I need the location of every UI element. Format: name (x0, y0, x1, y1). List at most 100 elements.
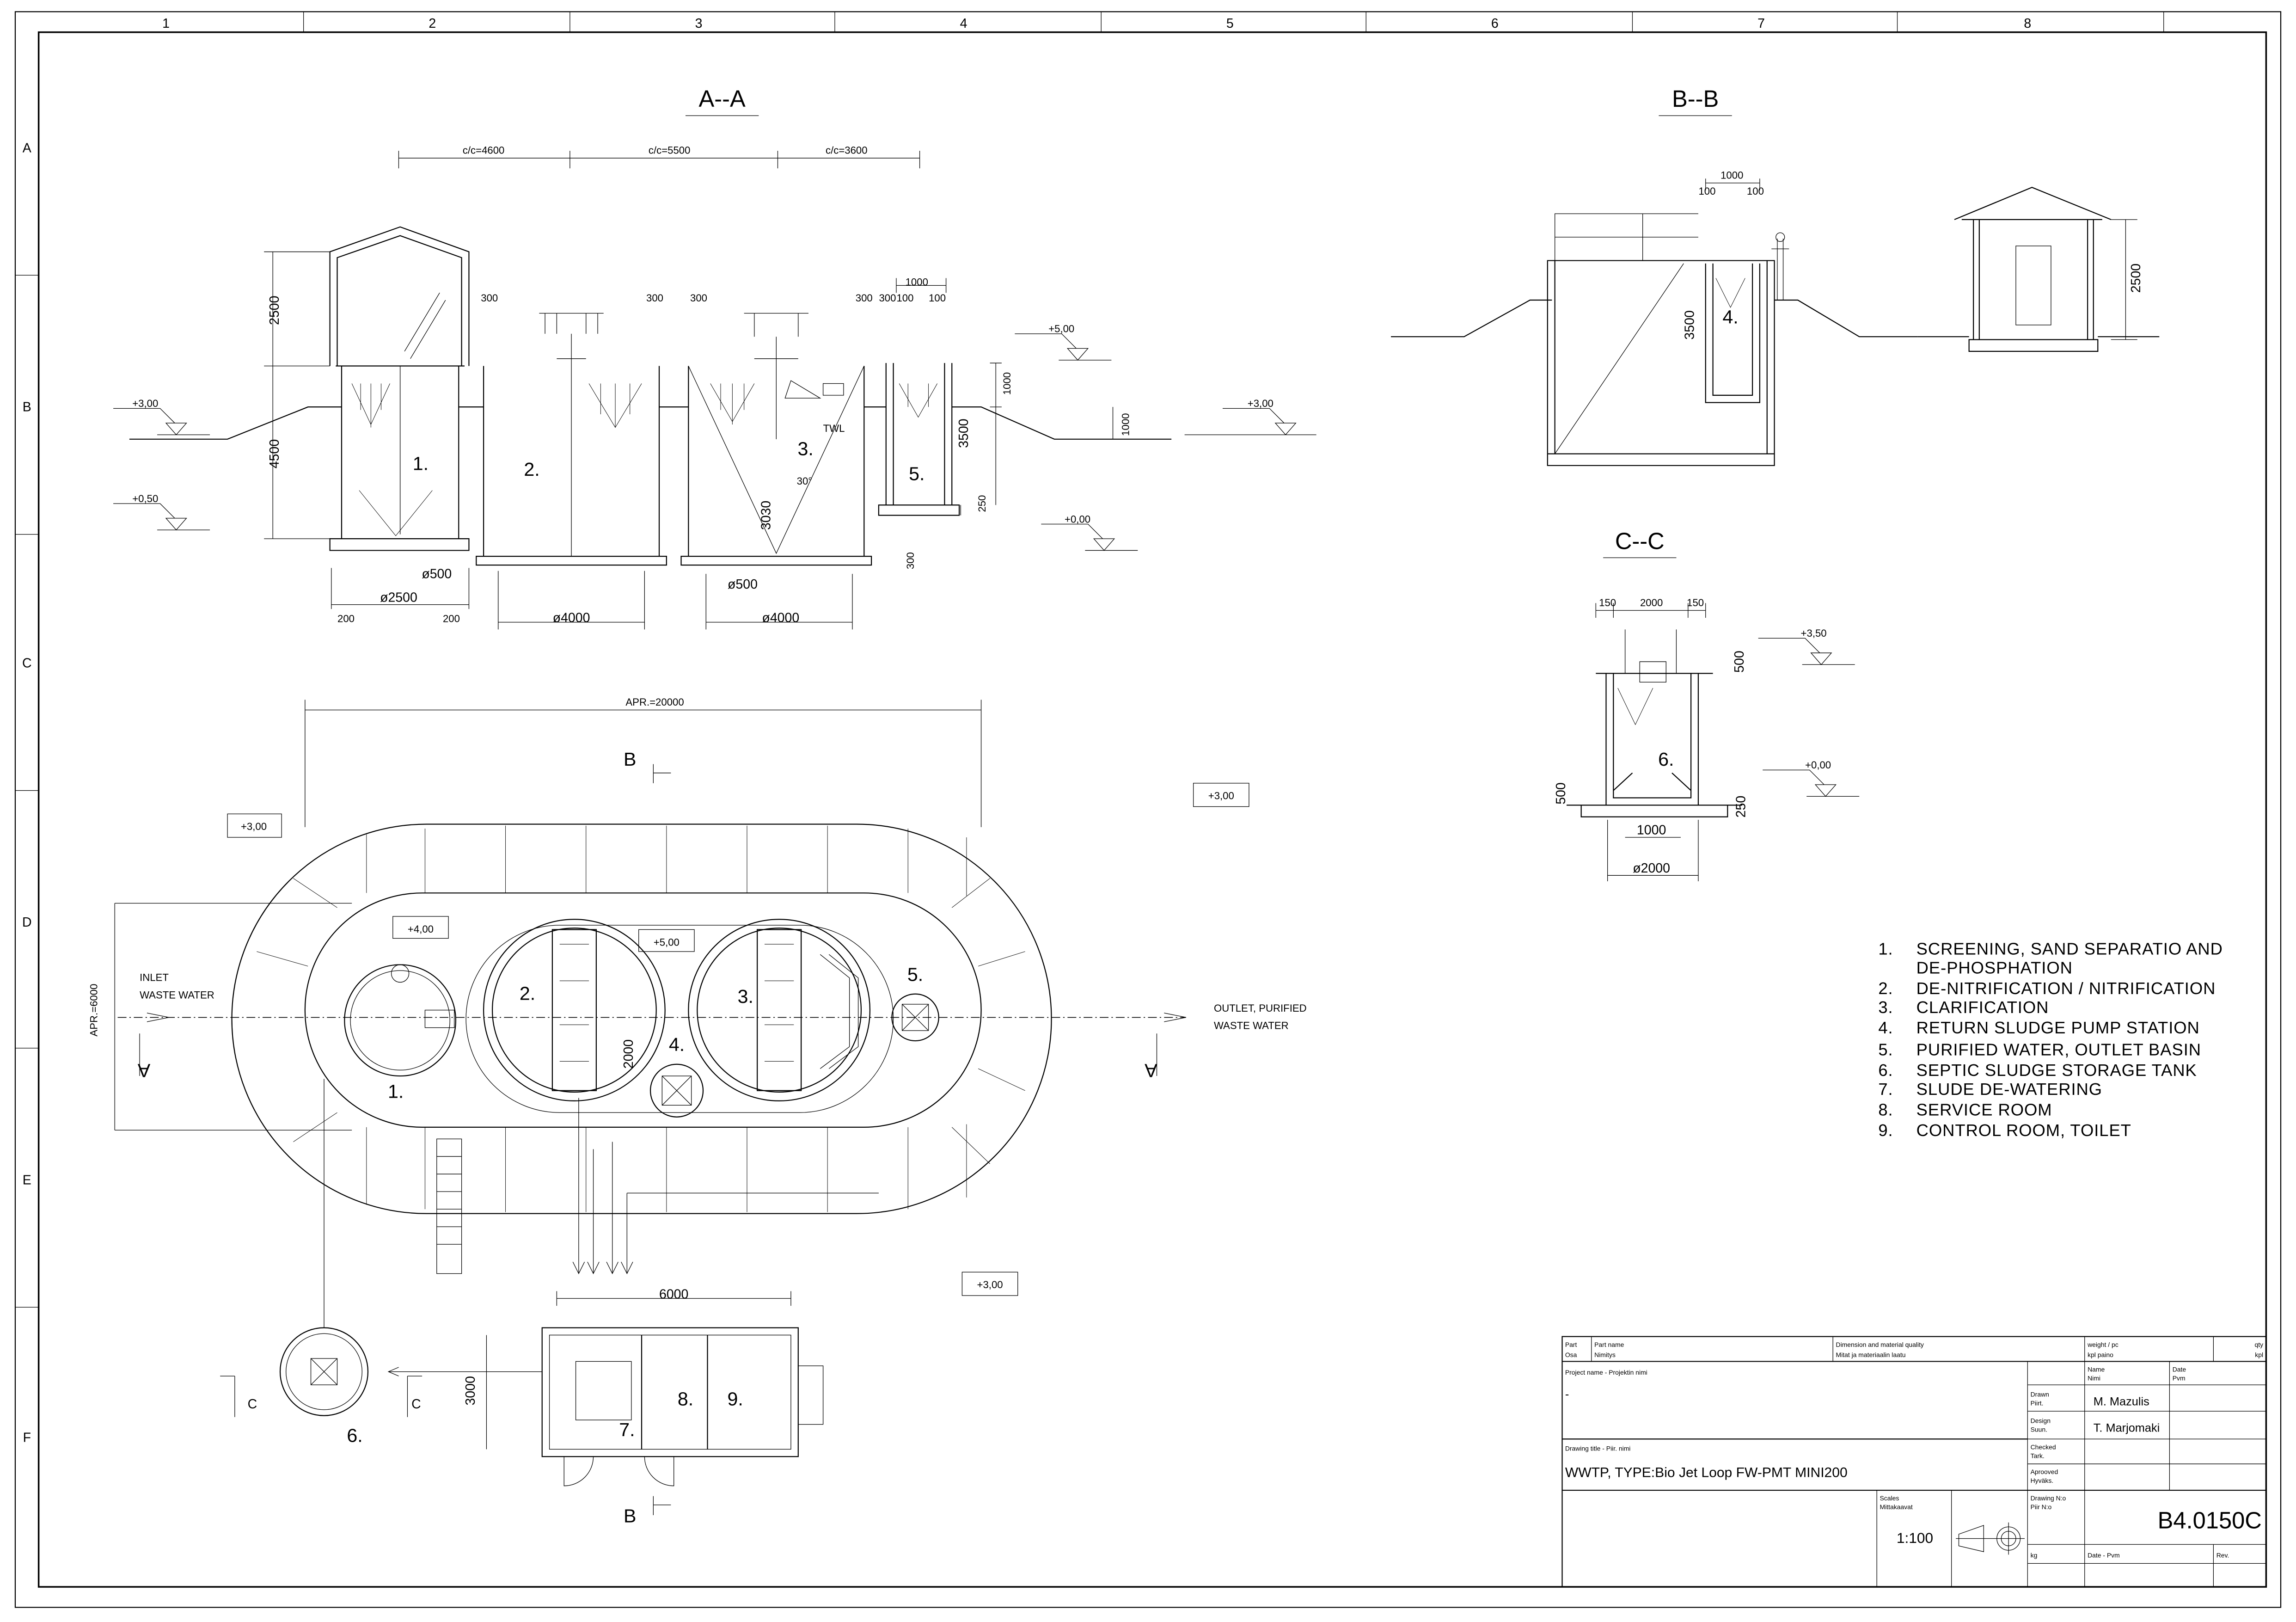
section-b-b: B--B 1000 100 100 3500 4. 2500 (1391, 86, 2160, 466)
weight-header: weight / pc (2087, 1341, 2118, 1348)
dimension-label: 300 (879, 292, 896, 304)
elevation-label: +3,00 (132, 398, 158, 409)
elevation-label: +0,00 (1805, 759, 1831, 771)
tank-number: 5. (907, 964, 923, 985)
dimension-label: c/c=5500 (649, 144, 691, 156)
dimension-label: 300 (856, 292, 873, 304)
row-label: A (23, 141, 31, 155)
drawing-title-label: Drawing title - Piir. nimi (1565, 1445, 1631, 1452)
design-label: Suun. (2031, 1425, 2047, 1433)
revision-label: Rev. (2216, 1552, 2229, 1559)
elevation-label: +3,00 (241, 821, 267, 832)
legend-number: 1. (1878, 939, 1893, 958)
dimension-label: 300 (646, 292, 663, 304)
row-label: E (23, 1173, 31, 1187)
column-label: 4 (960, 16, 967, 31)
dimension-label: 2000 (1640, 597, 1663, 608)
tank-number: 4. (669, 1034, 685, 1055)
dimension-label: ø4000 (762, 611, 799, 626)
scales-label: Scales (1880, 1494, 1899, 1502)
elevation-label: +0,00 (1065, 513, 1090, 525)
dimension-label: ø500 (728, 577, 758, 592)
drawing-number-label: Drawing N:o (2031, 1494, 2066, 1502)
dimension-label: 3030 (759, 501, 774, 530)
dimension-label: APR.=6000 (88, 984, 99, 1037)
dimension-label: 300 (905, 552, 916, 569)
legend-number: 4. (1878, 1018, 1893, 1037)
approved-label: Aprooved (2031, 1468, 2058, 1475)
room-number: 7. (619, 1419, 635, 1440)
legend-number: 8. (1878, 1100, 1893, 1119)
scales-label: Mittakaavat (1880, 1503, 1913, 1511)
dimension-label: 100 (1698, 185, 1715, 197)
project-name-label: Project name - Projektin nimi (1565, 1369, 1647, 1376)
section-marker: C (411, 1397, 421, 1412)
drawn-label: Piirt. (2031, 1399, 2044, 1407)
legend-text: SERVICE ROOM (1916, 1100, 2052, 1119)
column-label: 7 (1757, 16, 1765, 31)
part-name-header: Nimitys (1594, 1351, 1616, 1358)
legend-text: CLARIFICATION (1916, 998, 2049, 1017)
dimension-label: 100 (1747, 185, 1764, 197)
elevation-label: +5,00 (654, 936, 680, 948)
scale-value: 1:100 (1897, 1530, 1933, 1546)
dimension-label: 1000 (1120, 413, 1131, 436)
date-label: Date - Pvm (2088, 1552, 2120, 1559)
project-name-value: - (1565, 1388, 1569, 1401)
angle-label: 30° (797, 475, 813, 487)
twl-label: TWL (823, 423, 845, 434)
tank-number: 2. (520, 983, 535, 1004)
dimension-header: Dimension and material quality (1836, 1341, 1924, 1348)
part-header: Osa (1565, 1351, 1577, 1358)
elevation-label: +3,50 (1801, 627, 1827, 639)
drawing-number-value: B4.0150C (2158, 1507, 2262, 1533)
elevation-label: +0,50 (132, 493, 158, 504)
dimension-label: 500 (1732, 651, 1747, 673)
inlet-label: WASTE WATER (140, 989, 214, 1001)
legend-text: SEPTIC SLUDGE STORAGE TANK (1916, 1061, 2197, 1080)
column-label: 2 (429, 16, 436, 31)
column-label: 5 (1226, 16, 1234, 31)
room-number: 9. (728, 1388, 743, 1409)
dimension-label: 250 (976, 495, 988, 512)
dimension-label: 2500 (2129, 264, 2143, 293)
tank-number: 3. (738, 986, 753, 1007)
legend: 1. SCREENING, SAND SEPARATIO AND DE-PHOS… (1878, 939, 2223, 1140)
legend-text: DE-PHOSPHATION (1916, 958, 2073, 977)
checked-label: Checked (2031, 1443, 2056, 1450)
legend-number: 9. (1878, 1121, 1893, 1140)
dimension-label: 2000 (621, 1039, 636, 1069)
projection-symbol-icon (1956, 1522, 2025, 1555)
dimension-label: 300 (481, 292, 498, 304)
dimension-label: 200 (337, 613, 355, 625)
legend-number: 7. (1878, 1080, 1893, 1099)
row-label: B (23, 400, 31, 415)
elevation-label: +3,00 (1248, 398, 1274, 409)
dimension-label: 3500 (956, 418, 971, 448)
elevation-label: +4,00 (408, 923, 434, 935)
row-label: C (22, 656, 32, 671)
legend-number: 2. (1878, 979, 1893, 998)
tank-number: 6. (1658, 749, 1674, 770)
checked-label: Tark. (2031, 1452, 2045, 1459)
dimension-label: ø2000 (1633, 861, 1670, 876)
section-marker: A (137, 1060, 150, 1081)
date-header: Pvm (2173, 1375, 2186, 1382)
dimension-label: 250 (1733, 796, 1748, 818)
dimension-label: 150 (1599, 597, 1616, 608)
dimension-label: 100 (896, 292, 913, 304)
tank-number: 1. (413, 453, 429, 474)
dimension-label: 1000 (1720, 169, 1743, 181)
legend-number: 6. (1878, 1061, 1893, 1080)
dimension-label: c/c=4600 (463, 144, 505, 156)
section-title: A--A (699, 86, 746, 112)
section-marker: A (1145, 1060, 1157, 1081)
tank-number: 2. (524, 459, 539, 480)
dimension-label: 6000 (659, 1287, 688, 1302)
elevation-label: +3,00 (1208, 790, 1234, 802)
section-title: B--B (1672, 86, 1719, 112)
drawing-number-label: Piir N:o (2031, 1503, 2052, 1511)
tank-number: 4. (1722, 307, 1738, 328)
section-c-c: C--C 150 2000 150 +3,50 +0,00 500 500 25… (1554, 528, 1860, 881)
